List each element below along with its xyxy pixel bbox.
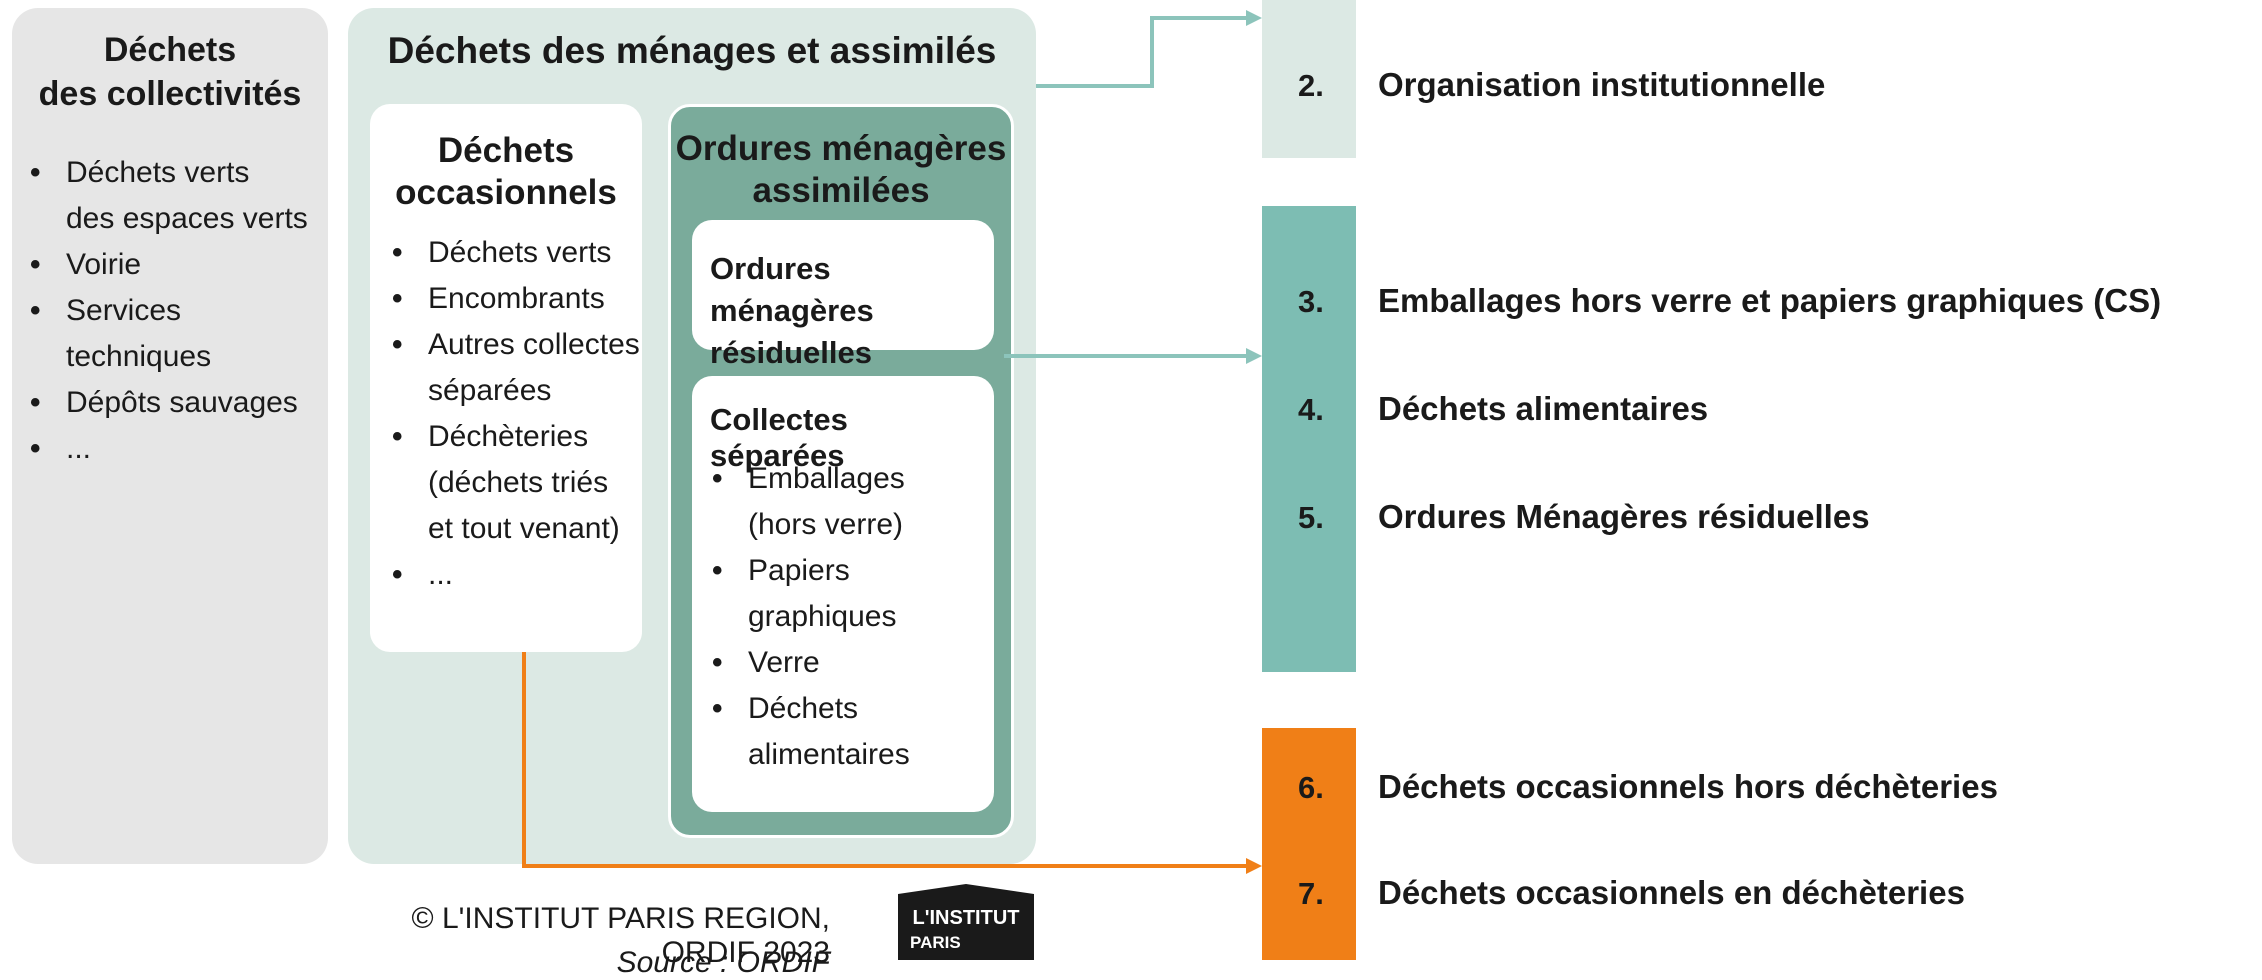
category-label: Emballages hors verre et papiers graphiq… [1378,282,2162,319]
list-item: Déchets verts [392,230,642,276]
list-item: Encombrants [392,276,642,322]
list-item: Verre [712,640,982,686]
list-item: ... [30,426,320,472]
category-label: Déchets occasionnels hors déchèteries [1378,768,1998,805]
collectes-separees-list: Emballages(hors verre) Papiersgraphiques… [712,456,982,778]
category-number: 3. [1298,284,1324,319]
collectivites-title: Déchets des collectivités [38,31,302,113]
category-label: Organisation institutionnelle [1378,66,1826,103]
logo-text-line2: PARIS [910,933,961,952]
logo-text-line1: L'INSTITUT [913,907,1020,929]
arrow-occasionnels-to-categories [522,652,1262,874]
category-number: 6. [1298,770,1324,805]
occasionnels-list: Déchets verts Encombrants Autres collect… [392,230,642,598]
occasionnels-title: Déchets occasionnels [395,131,617,212]
category-block-occasionnels [1262,728,1356,960]
category-number: 5. [1298,500,1324,535]
list-item: Voirie [30,242,320,288]
category-number: 2. [1298,68,1324,103]
category-number: 7. [1298,876,1324,911]
arrow-menages-to-organisation [1036,10,1262,88]
ordures-residuelles-box [692,220,994,350]
category-number: 4. [1298,392,1324,427]
category-label: Déchets alimentaires [1378,390,1709,427]
menages-title: Déchets des ménages et assimilés [387,30,997,71]
category-block-ordures [1262,206,1356,672]
source-note: Source : ORDIF [616,946,830,979]
ordures-residuelles-title: Ordures ménagères résiduelles [710,251,874,370]
connector-arrows [522,10,1262,874]
category-block-institutionnel [1262,0,1356,158]
institut-logo: L'INSTITUT PARIS [898,884,1034,960]
list-item: Dépôts sauvages [30,380,320,426]
category-label: Ordures Ménagères résiduelles [1378,498,1870,535]
category-label: Déchets occasionnels en déchèteries [1378,874,1965,911]
logo-shape: L'INSTITUT PARIS [898,884,1034,960]
list-item: ... [392,552,642,598]
ordures-assimilees-title: Ordures ménagères assimilées [675,129,1007,210]
arrow-ordures-to-categories [1004,348,1262,364]
list-item: Emballages(hors verre) [712,456,982,548]
